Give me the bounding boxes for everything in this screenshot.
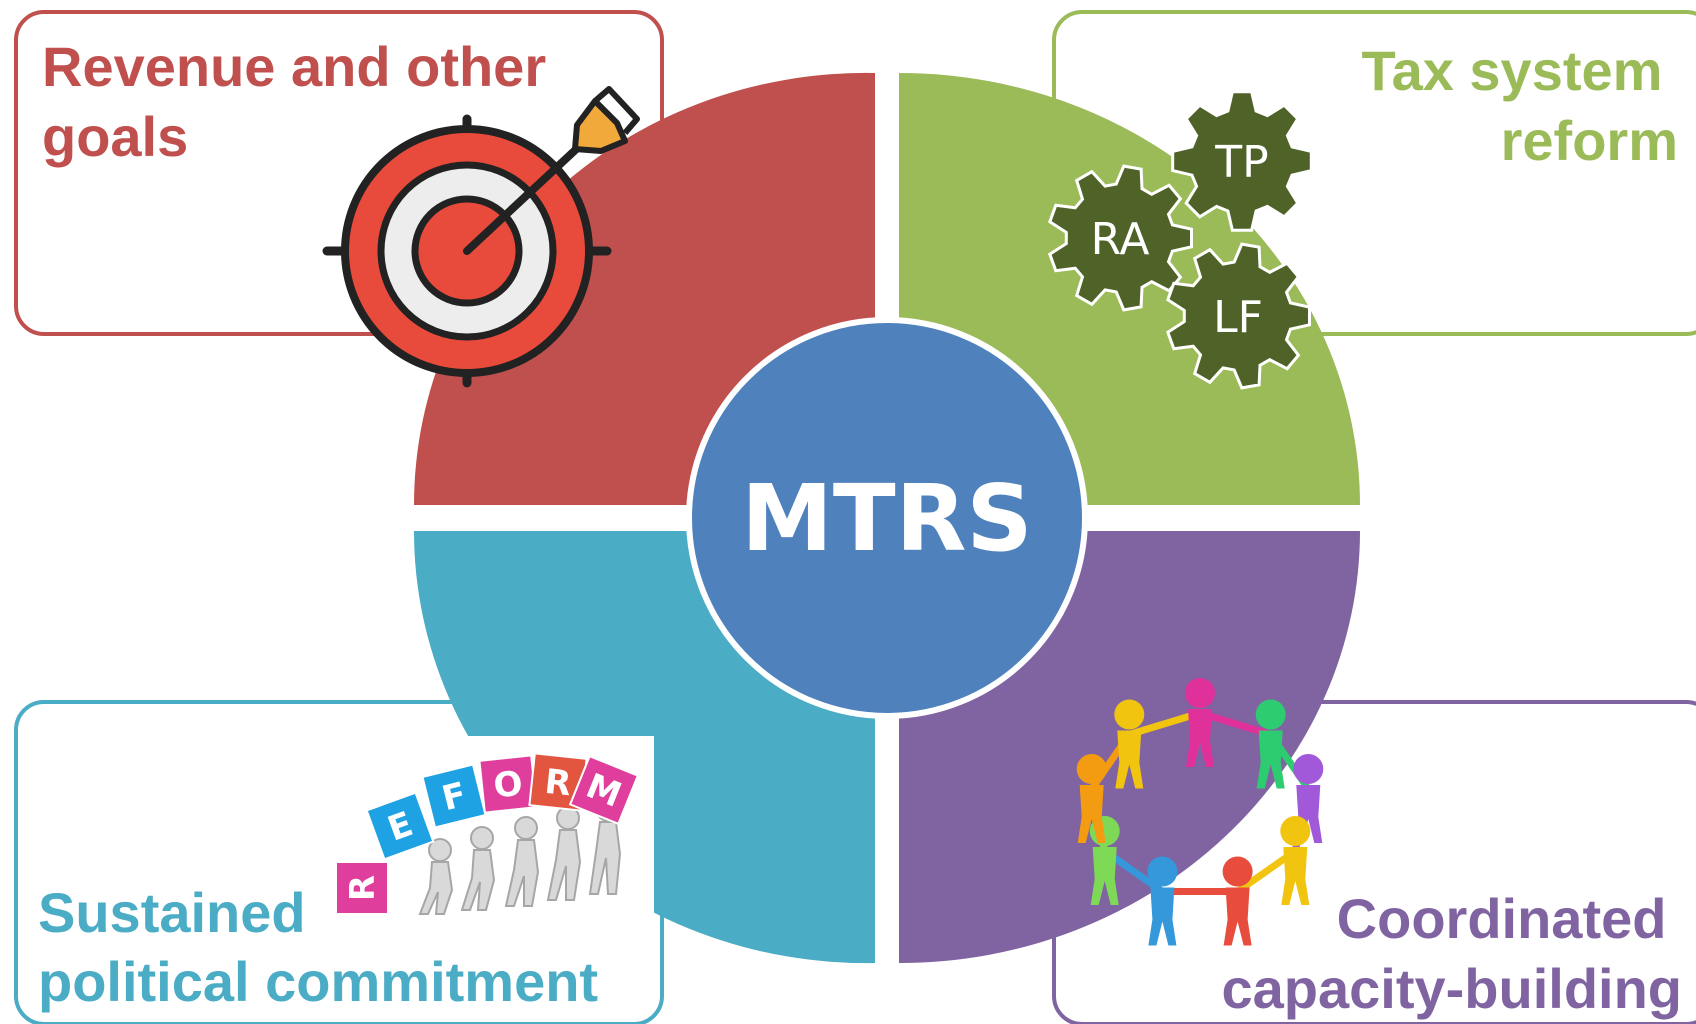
target-icon xyxy=(322,86,640,388)
person-figure xyxy=(1280,816,1311,905)
person-figure xyxy=(1076,754,1107,843)
gear-body xyxy=(1165,242,1311,390)
letter-block-r1: R xyxy=(335,861,389,915)
letter-block-e: E xyxy=(365,791,435,861)
block-letter-o: O xyxy=(492,764,525,807)
gears-icon: TP RA LF xyxy=(1047,90,1313,390)
people-circle-icon xyxy=(1076,678,1324,946)
gear-tp-label: TP xyxy=(1214,137,1268,188)
capacity-title-line-1: Coordinated xyxy=(1337,887,1667,950)
person-figure xyxy=(1114,699,1145,789)
gear-body xyxy=(1047,164,1193,312)
person-figure xyxy=(1185,678,1215,767)
reform-blocks-icon: R E F O R M xyxy=(330,736,654,926)
person-figure xyxy=(1147,856,1178,946)
gear-tp: TP xyxy=(1171,90,1313,232)
gear-body xyxy=(1171,90,1313,232)
political-title: Sustained political commitment xyxy=(38,881,598,1013)
gear-ra-label: RA xyxy=(1091,214,1150,265)
gear-lf-label: LF xyxy=(1213,292,1263,343)
person-figure xyxy=(1222,856,1253,946)
tax-system-title: Tax system reform xyxy=(1362,39,1678,172)
tax-system-title-line-1: Tax system xyxy=(1362,39,1663,102)
center-label: MTRS xyxy=(741,465,1032,572)
gear-lf: LF xyxy=(1165,242,1311,390)
gear-ra: RA xyxy=(1047,164,1193,312)
political-title-line-2: political commitment xyxy=(38,950,598,1013)
person-figure xyxy=(1255,699,1286,789)
letter-block-o: O xyxy=(478,754,538,814)
revenue-title-line-2: goals xyxy=(42,105,188,168)
letter-block-m: M xyxy=(568,754,640,826)
tax-system-title-line-2: reform xyxy=(1501,109,1678,172)
reform-figures xyxy=(418,798,622,915)
revenue-title: Revenue and other goals xyxy=(42,35,562,168)
political-title-line-1: Sustained xyxy=(38,881,306,944)
block-letter-r1: R xyxy=(343,875,383,901)
letter-block-f: F xyxy=(421,763,487,829)
letter-block-r2: R xyxy=(528,752,588,812)
revenue-title-line-1: Revenue and other xyxy=(42,35,546,98)
capacity-title-line-2: capacity-building xyxy=(1222,957,1683,1020)
capacity-title: Coordinated capacity-building xyxy=(1222,887,1683,1020)
center-circle xyxy=(686,317,1088,719)
block-letter-r2: R xyxy=(543,762,573,805)
person-figure xyxy=(1293,754,1324,843)
